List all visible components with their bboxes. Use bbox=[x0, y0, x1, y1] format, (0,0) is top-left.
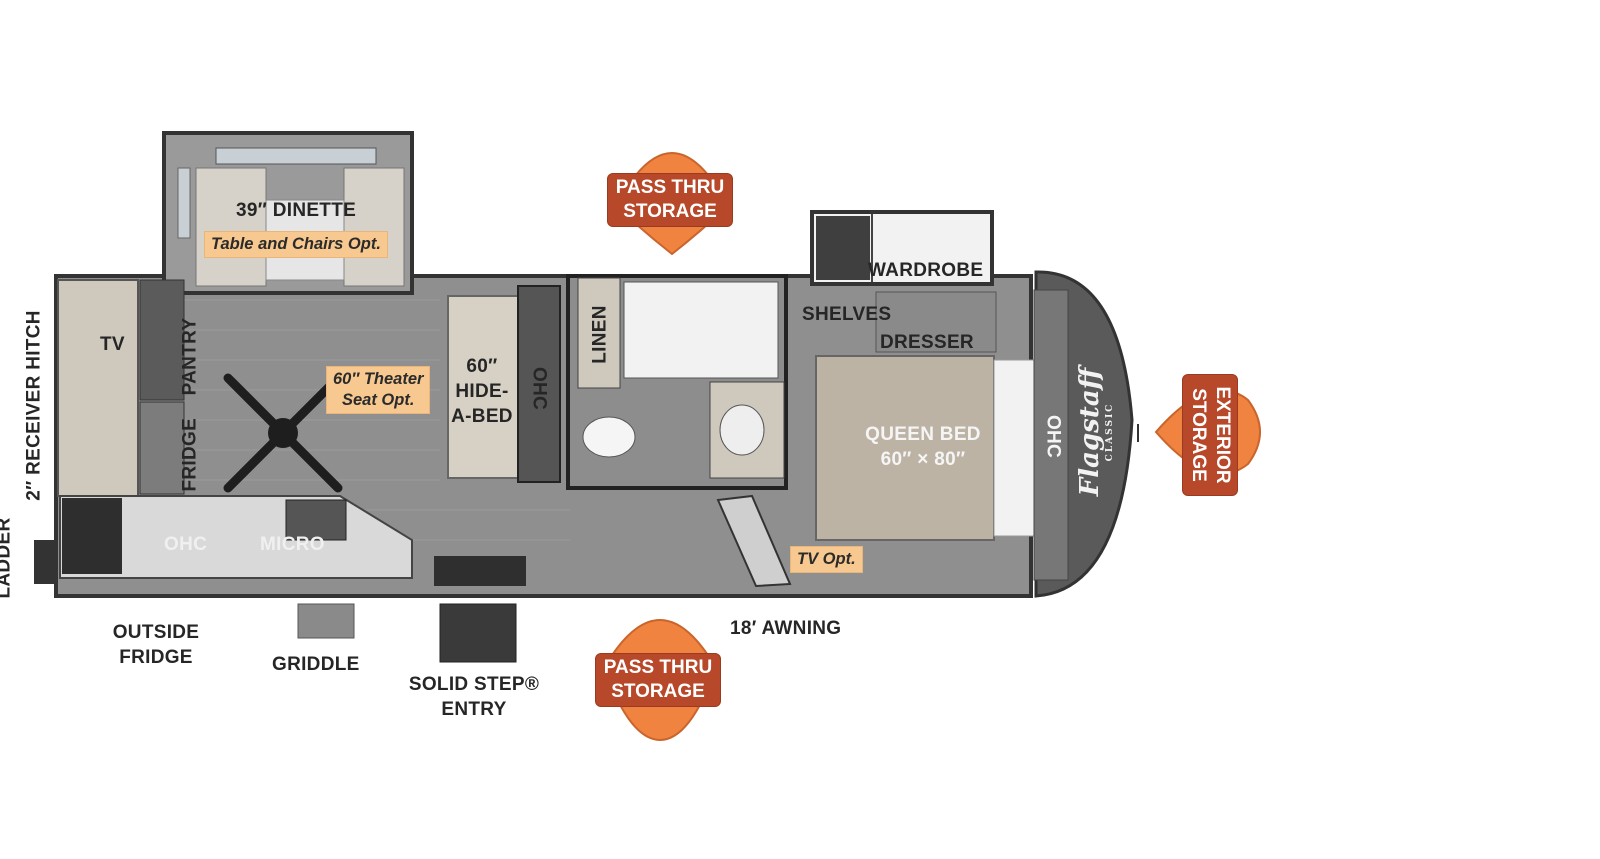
entry-label: SOLID STEP® ENTRY bbox=[408, 672, 540, 722]
flagstaff-sublogo-text: CLASSIC bbox=[1105, 402, 1115, 462]
outside-fridge-hatch bbox=[140, 594, 200, 598]
flagstaff-logo-text: Flagstaff bbox=[1075, 367, 1105, 497]
outside-fridge-line2: FRIDGE bbox=[119, 647, 193, 668]
kitchen-ohc-label: OHC bbox=[164, 534, 208, 555]
bed-pillows bbox=[993, 359, 1035, 537]
dresser bbox=[875, 291, 997, 353]
tv-label: TV bbox=[100, 334, 125, 355]
entry-steps bbox=[439, 603, 517, 663]
griddle-label: GRIDDLE bbox=[272, 654, 360, 675]
theater-seat-option-tag: 60″ Theater Seat Opt. bbox=[326, 366, 431, 414]
microwave-label: MICRO bbox=[260, 534, 325, 555]
bedroom-ohc-label: OHC bbox=[1042, 414, 1064, 459]
dinette-seat-right bbox=[343, 167, 405, 287]
shower bbox=[623, 281, 779, 379]
dinette-option-tag: Table and Chairs Opt. bbox=[204, 231, 388, 258]
dinette-seat-left bbox=[195, 167, 267, 287]
dinette-window bbox=[215, 147, 377, 165]
queen-bed-label: QUEEN BED 60″ × 80″ bbox=[860, 422, 986, 472]
sink bbox=[719, 404, 765, 456]
linen-label: LINEN bbox=[589, 305, 611, 364]
receiver-hitch-label: 2″ RECEIVER HITCH bbox=[23, 310, 45, 501]
fridge-label: FRIDGE bbox=[179, 417, 201, 492]
front-ohc bbox=[1033, 289, 1069, 581]
linen-closet bbox=[577, 277, 621, 389]
exterior-storage-line2: STORAGE bbox=[1188, 388, 1209, 482]
tv-option-tag: TV Opt. bbox=[790, 546, 863, 573]
shelves-label: SHELVES bbox=[802, 304, 892, 325]
outside-fridge-line1: OUTSIDE bbox=[112, 622, 200, 643]
ceiling-fan bbox=[223, 373, 343, 493]
hide-a-bed-label: 60″ HIDE- A-BED bbox=[450, 354, 514, 429]
pass-thru-storage-top-badge: PASS THRU STORAGE bbox=[608, 174, 732, 226]
stove bbox=[285, 499, 347, 541]
tv-cabinet bbox=[57, 279, 139, 497]
queen-bed bbox=[815, 355, 995, 541]
fridge bbox=[139, 401, 185, 495]
entry-door-stove bbox=[434, 556, 526, 586]
hide-a-bed-size: 60″ bbox=[466, 356, 498, 377]
exterior-storage-line1: EXTERIOR bbox=[1212, 386, 1233, 484]
bedroom-door bbox=[716, 494, 792, 588]
exterior-storage-badge: EXTERIOR STORAGE bbox=[1183, 375, 1237, 495]
theater-seat-option-line2: Seat Opt. bbox=[342, 391, 415, 409]
queen-bed-title: QUEEN BED bbox=[865, 424, 981, 445]
kitchen-cabinets bbox=[62, 498, 122, 574]
outside-fridge-label: OUTSIDE FRIDGE bbox=[104, 620, 208, 670]
pass-thru-bottom-line2: STORAGE bbox=[611, 681, 705, 702]
living-ohc-label: OHC bbox=[528, 366, 550, 411]
dresser-label: DRESSER bbox=[880, 332, 974, 353]
ladder-mount bbox=[34, 540, 56, 584]
dinette-title: 39″ DINETTE bbox=[236, 200, 357, 221]
dinette-side-window bbox=[177, 167, 191, 239]
pass-thru-storage-bottom-badge: PASS THRU STORAGE bbox=[596, 654, 720, 706]
entry-line1: SOLID STEP® bbox=[408, 674, 540, 695]
living-ohc-cabinet bbox=[517, 285, 561, 483]
hide-a-bed-line2: HIDE- bbox=[455, 381, 509, 402]
flagstaff-logo: Flagstaff CLASSIC bbox=[1075, 357, 1115, 507]
pass-thru-bottom-line1: PASS THRU bbox=[603, 657, 713, 678]
pantry-cabinet bbox=[139, 279, 185, 401]
ladder-label: LADDER bbox=[0, 517, 15, 599]
wardrobe-cabinet bbox=[816, 216, 870, 280]
entry-line2: ENTRY bbox=[441, 699, 507, 720]
pass-thru-top-line1: PASS THRU bbox=[615, 177, 725, 198]
pantry-label: PANTRY bbox=[179, 317, 201, 396]
theater-seat-option-line1: 60″ Theater bbox=[333, 370, 424, 388]
queen-bed-size: 60″ × 80″ bbox=[880, 449, 966, 470]
pass-thru-top-line2: STORAGE bbox=[623, 201, 717, 222]
hide-a-bed-line3: A-BED bbox=[451, 406, 513, 427]
toilet bbox=[582, 416, 636, 458]
awning-label: 18′ AWNING bbox=[730, 618, 842, 639]
griddle-unit bbox=[297, 603, 355, 639]
wardrobe-label: WARDROBE bbox=[868, 260, 984, 281]
